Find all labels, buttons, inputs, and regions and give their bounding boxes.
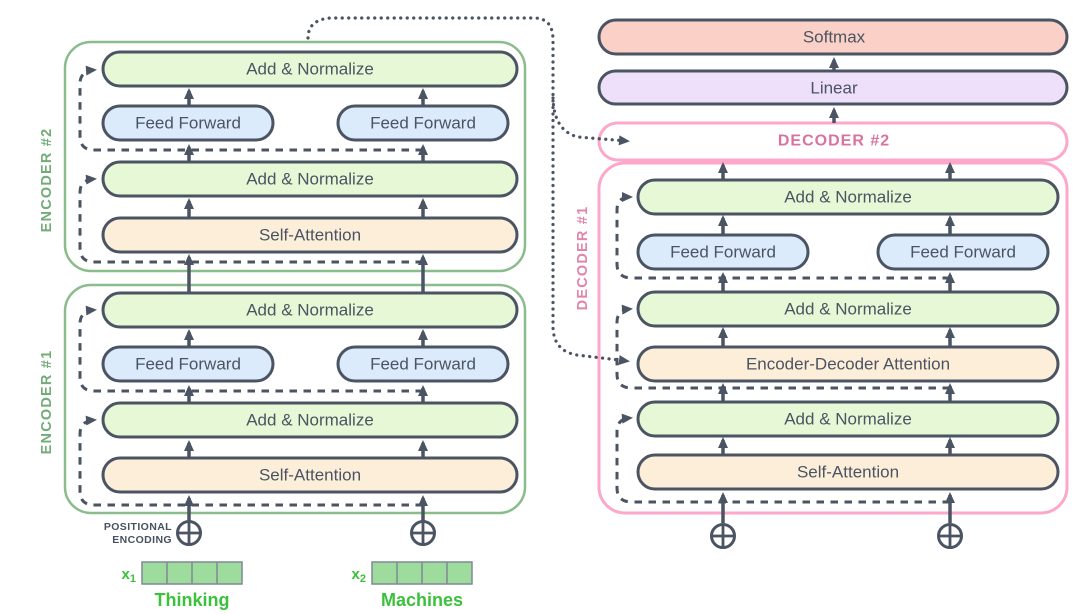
decoder1-residual-paths — [615, 192, 950, 504]
decoder1-feed-forward-right-label: Feed Forward — [910, 243, 1016, 262]
encoder2-feed-forward-right-label: Feed Forward — [370, 114, 476, 133]
residual-dashed-path — [78, 65, 423, 152]
residual-dashed-path — [78, 415, 423, 507]
positional-encoding-label-line1: POSITIONAL — [104, 521, 172, 533]
decoder2-label: DECODER #2 — [778, 133, 890, 150]
encoder-to-decoder-connections — [306, 16, 630, 366]
encoder1-add-normalize-mid-pill — [101, 401, 519, 439]
encoder2-self-attention-label: Self-Attention — [259, 226, 361, 245]
residual-dashed-path — [78, 174, 423, 264]
x1-label: x1 — [122, 566, 136, 585]
encoder2-self-attention-pill — [101, 216, 519, 254]
encoder1-feed-forward-right-label: Feed Forward — [370, 355, 476, 374]
positional-encoding-label-line2: ENCODING — [112, 534, 172, 546]
encoder2-add-normalize-top-label: Add & Normalize — [246, 60, 374, 79]
encoder1-add-normalize-top-pill — [101, 291, 519, 329]
decoder1-add-normalize-mid-pill — [636, 290, 1060, 328]
decoder1-feed-forward-left-label: Feed Forward — [670, 243, 776, 262]
positional-encoding-add-icon — [937, 523, 963, 549]
positional-encoding-add-icon — [410, 520, 436, 546]
encoder1-frame — [63, 283, 527, 515]
softmax-label: Softmax — [803, 28, 866, 47]
encoder1-group: ENCODER #1 Add & Normalize Feed Forward … — [39, 283, 527, 515]
softmax-pill — [597, 18, 1069, 56]
residual-dashed-path — [615, 413, 950, 504]
token-word-machines: Machines — [381, 590, 463, 610]
x1-embedding-vector — [141, 561, 243, 585]
x2-embedding-vector — [371, 561, 473, 585]
decoder1-add-normalize-bottom-label: Add & Normalize — [784, 410, 912, 429]
residual-dashed-path — [615, 304, 950, 390]
decoder1-feed-forward-right-pill — [876, 233, 1050, 271]
encoder2-add-normalize-mid-pill — [101, 160, 519, 198]
encoder2-residual-paths — [78, 65, 423, 264]
decoder1-self-attention-pill — [636, 453, 1060, 491]
encoder1-add-normalize-top-label: Add & Normalize — [246, 301, 374, 320]
positional-encoding-add-icon — [176, 520, 202, 546]
decoder1-label: DECODER #1 — [575, 206, 591, 311]
encoder-output-to-decoder2-dotted-path — [551, 96, 630, 146]
encoder1-add-normalize-mid-label: Add & Normalize — [246, 411, 374, 430]
decoder1-add-normalize-mid-label: Add & Normalize — [784, 300, 912, 319]
positional-encoding-add-icon — [710, 523, 736, 549]
encoder2-label: ENCODER #2 — [39, 128, 55, 233]
x2-label: x2 — [352, 566, 366, 585]
decoder1-add-normalize-top-pill — [636, 178, 1060, 216]
encoder1-feed-forward-left-label: Feed Forward — [135, 355, 241, 374]
residual-dashed-path — [78, 305, 423, 393]
encoder-output-to-enc-dec-attention-dotted-path — [306, 16, 630, 366]
decoder1-encoder-decoder-attention-pill — [636, 345, 1060, 383]
encoder1-self-attention-label: Self-Attention — [259, 466, 361, 485]
encoder1-residual-paths — [78, 305, 423, 507]
encoder2-feed-forward-left-label: Feed Forward — [135, 114, 241, 133]
encoder2-group: ENCODER #2 Add & Normalize Feed Forward … — [39, 40, 527, 273]
linear-label: Linear — [810, 79, 858, 98]
output-stack-group: Softmax Linear DECODER #2 — [597, 18, 1069, 162]
decoder1-encoder-decoder-attention-label: Encoder-Decoder Attention — [746, 355, 950, 374]
encoder2-add-normalize-mid-label: Add & Normalize — [246, 170, 374, 189]
encoder2-frame — [63, 40, 527, 273]
inputs-group: POSITIONAL ENCODING x1 x2 Thinking Machi… — [104, 520, 963, 610]
decoder1-group: DECODER #1 Add & No — [575, 161, 1069, 523]
token-word-thinking: Thinking — [155, 590, 230, 610]
encoder-stack-arrows — [184, 254, 428, 522]
encoder2-add-normalize-top-pill — [101, 50, 519, 88]
decoder1-add-normalize-top-label: Add & Normalize — [784, 188, 912, 207]
decoder1-self-attention-label: Self-Attention — [797, 463, 899, 482]
residual-dashed-path — [615, 192, 950, 280]
decoder1-add-normalize-bottom-pill — [636, 400, 1060, 438]
encoder1-self-attention-pill — [101, 456, 519, 494]
encoder1-label: ENCODER #1 — [39, 350, 55, 455]
